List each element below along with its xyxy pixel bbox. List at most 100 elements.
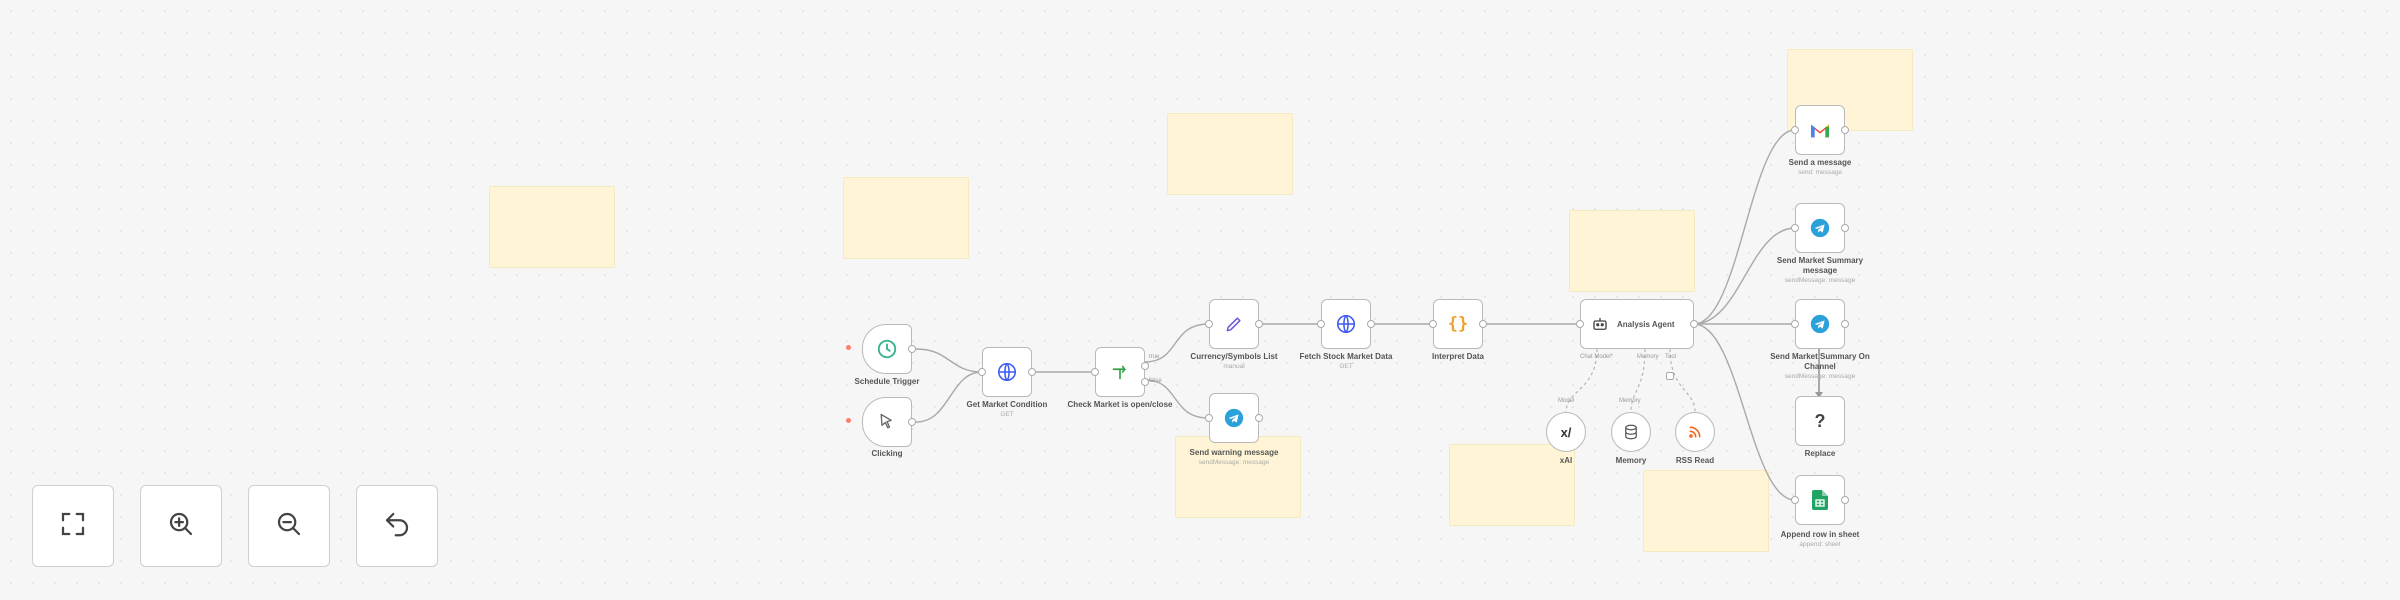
undo-icon xyxy=(382,509,412,544)
node-label: Interpret Data xyxy=(1431,352,1484,361)
branch-label-false: false xyxy=(1149,378,1162,384)
output-port[interactable] xyxy=(1841,496,1849,504)
xai-logo-icon: x/ xyxy=(1560,424,1572,440)
node-interpret-data[interactable]: {} xyxy=(1429,299,1487,349)
rss-icon xyxy=(1687,424,1703,440)
input-port[interactable] xyxy=(978,368,986,376)
branch-label-true: true xyxy=(1149,354,1160,360)
output-port[interactable] xyxy=(1028,368,1036,376)
node-rss-read[interactable] xyxy=(1675,412,1715,452)
node-label: RSS Read xyxy=(1675,456,1715,465)
cursor-icon xyxy=(877,412,897,432)
output-port[interactable] xyxy=(1841,126,1849,134)
sticky-note[interactable] xyxy=(1643,470,1769,552)
node-label: Clicking xyxy=(871,449,903,458)
input-port[interactable] xyxy=(1317,320,1325,328)
output-port[interactable] xyxy=(1690,320,1698,328)
node-label: Check Market is open/close xyxy=(1067,400,1173,409)
output-port[interactable] xyxy=(908,418,916,426)
input-port[interactable] xyxy=(1429,320,1437,328)
node-memory[interactable] xyxy=(1611,412,1651,452)
output-port[interactable] xyxy=(1255,414,1263,422)
globe-icon xyxy=(996,361,1018,383)
input-port[interactable] xyxy=(1205,414,1213,422)
google-sheets-icon xyxy=(1812,490,1828,510)
if-branch-icon xyxy=(1109,361,1131,383)
sticky-note[interactable] xyxy=(489,186,615,268)
sub-port-plus[interactable] xyxy=(1666,372,1674,380)
sticky-note[interactable] xyxy=(1175,436,1301,518)
node-analysis-agent[interactable]: Analysis Agent xyxy=(1576,299,1698,349)
input-port[interactable] xyxy=(1576,320,1584,328)
trigger-indicator xyxy=(846,345,851,350)
database-icon xyxy=(1622,423,1640,441)
node-currency-symbols-list[interactable] xyxy=(1205,299,1263,349)
input-port[interactable] xyxy=(1791,496,1799,504)
node-replace[interactable]: ? xyxy=(1795,396,1845,446)
node-check-market-open[interactable] xyxy=(1091,347,1149,397)
node-schedule-trigger[interactable] xyxy=(862,324,916,374)
zoom-out-button[interactable] xyxy=(248,485,330,567)
zoom-in-button[interactable] xyxy=(140,485,222,567)
input-port[interactable] xyxy=(1091,368,1099,376)
zoom-out-icon xyxy=(274,509,304,544)
node-get-market-condition[interactable] xyxy=(978,347,1036,397)
clock-icon xyxy=(876,338,898,360)
node-send-market-summary[interactable] xyxy=(1791,203,1849,253)
node-send-a-message[interactable] xyxy=(1791,105,1849,155)
telegram-icon xyxy=(1809,313,1831,335)
fit-view-icon xyxy=(58,509,88,544)
input-port[interactable] xyxy=(1205,320,1213,328)
node-label: Schedule Trigger xyxy=(854,377,920,386)
output-port[interactable] xyxy=(1479,320,1487,328)
telegram-icon xyxy=(1223,407,1245,429)
sub-port-label: Chat Model* xyxy=(1580,354,1614,360)
robot-icon xyxy=(1591,315,1609,333)
telegram-icon xyxy=(1809,217,1831,239)
node-title: Analysis Agent xyxy=(1617,319,1675,329)
sticky-note[interactable] xyxy=(843,177,969,259)
output-port[interactable] xyxy=(1841,320,1849,328)
node-send-warning-message[interactable] xyxy=(1205,393,1263,443)
output-port[interactable] xyxy=(1367,320,1375,328)
canvas-toolbar xyxy=(32,485,438,567)
globe-icon xyxy=(1335,313,1357,335)
pencil-icon xyxy=(1224,314,1244,334)
code-braces-icon: {} xyxy=(1447,314,1469,334)
node-label: Replace xyxy=(1804,449,1836,458)
sub-port-label: Tool xyxy=(1665,354,1677,360)
output-port-true[interactable] xyxy=(1141,362,1149,370)
input-port[interactable] xyxy=(1791,320,1799,328)
input-port[interactable] xyxy=(1791,224,1799,232)
question-mark-icon: ? xyxy=(1814,410,1826,431)
node-label: Memory xyxy=(1615,456,1647,465)
sticky-note[interactable] xyxy=(1449,444,1575,526)
sticky-note[interactable] xyxy=(1569,210,1695,292)
fit-view-button[interactable] xyxy=(32,485,114,567)
input-port[interactable] xyxy=(1791,126,1799,134)
node-clicking[interactable] xyxy=(862,397,916,447)
output-port[interactable] xyxy=(1841,224,1849,232)
trigger-indicator xyxy=(846,418,851,423)
node-fetch-stock-market-data[interactable] xyxy=(1317,299,1375,349)
node-label: xAI xyxy=(1559,456,1573,465)
node-append-row-in-sheet[interactable] xyxy=(1791,475,1849,525)
node-xai[interactable]: x/ xyxy=(1546,412,1586,452)
reset-zoom-button[interactable] xyxy=(356,485,438,567)
output-port[interactable] xyxy=(1255,320,1263,328)
output-port[interactable] xyxy=(908,345,916,353)
sticky-note[interactable] xyxy=(1167,113,1293,195)
node-send-market-summary-channel[interactable] xyxy=(1791,299,1849,349)
gmail-icon xyxy=(1809,121,1831,139)
output-port-false[interactable] xyxy=(1141,378,1149,386)
sub-port-label: Memory xyxy=(1637,354,1659,360)
